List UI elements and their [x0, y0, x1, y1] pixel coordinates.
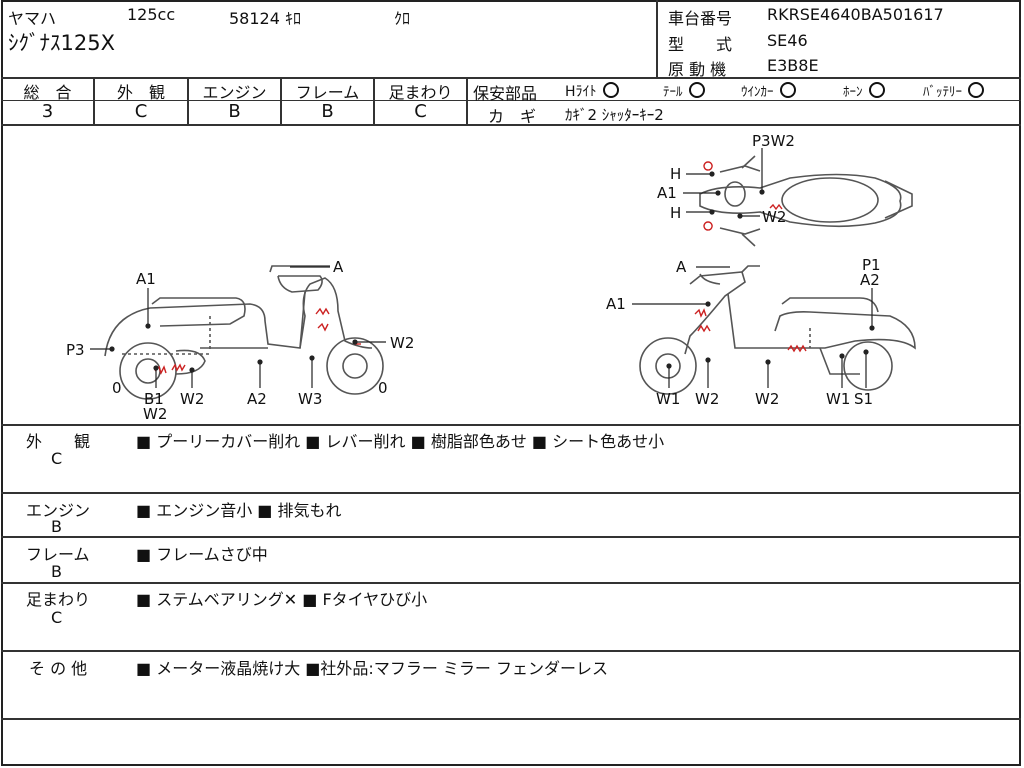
- label-left-zero-front: 0: [378, 379, 388, 397]
- label-right-S1: S1: [854, 390, 873, 408]
- label-right-A1: A1: [606, 295, 626, 313]
- notes-items-frame: ■ フレームさび中: [136, 545, 268, 564]
- notes-label-suspension: 足まわり: [26, 590, 91, 609]
- type-value: SE46: [767, 31, 808, 50]
- label-right-W1-b: W1: [826, 390, 850, 408]
- grade-sep: [187, 77, 189, 125]
- label-left-B1: B1: [144, 390, 164, 408]
- safety-item-winker: ｳｲﾝｶｰ: [741, 81, 796, 100]
- model-name: ｼｸﾞﾅｽ125X: [8, 31, 115, 55]
- ok-circle-icon: [968, 82, 984, 98]
- notes-label-engine: エンジン: [26, 501, 91, 520]
- notes-grade-frame: B: [51, 562, 62, 581]
- notes-label-other: そ の 他: [29, 659, 88, 678]
- notes-grade-suspension: C: [51, 608, 63, 627]
- label-top-W2: W2: [762, 208, 786, 226]
- safety-label: 保安部品: [473, 84, 538, 103]
- grade-bottom-rule: [1, 124, 1021, 126]
- maker: ヤマハ: [8, 9, 57, 28]
- label-left-W2-b: W2: [143, 405, 167, 423]
- grade-sep: [466, 77, 468, 125]
- header-divider: [656, 0, 658, 78]
- grade-label-suspension: 足まわり: [388, 83, 453, 102]
- grade-sep: [280, 77, 282, 125]
- label-top-H-lower: H: [670, 204, 681, 222]
- engine-value: E3B8E: [767, 56, 819, 75]
- label-right-W2: W2: [695, 390, 719, 408]
- keys-label: カ ギ: [488, 107, 537, 126]
- label-left-W3: W3: [298, 390, 322, 408]
- chassis-label: 車台番号: [668, 9, 733, 28]
- notes-items-exterior: ■ プーリーカバー削れ ■ レバー削れ ■ 樹脂部色あせ ■ シート色あせ小: [136, 432, 665, 451]
- scooter-left-view: [104, 265, 384, 400]
- ok-circle-icon: [779, 82, 796, 98]
- label-top-A1: A1: [657, 184, 677, 202]
- notes-items-other: ■ メーター液晶焼け大 ■社外品:マフラー ミラー フェンダーレス: [136, 659, 608, 678]
- label-right-A: A: [676, 258, 687, 276]
- label-top-H-upper: H: [670, 165, 681, 183]
- grade-label-exterior: 外 観: [116, 83, 165, 102]
- notes-label-exterior: 外 観: [26, 432, 91, 451]
- safety-item-horn: ﾎｰﾝ: [843, 81, 885, 100]
- label-right-W1: W1: [656, 390, 680, 408]
- label-right-P1: P1: [862, 256, 881, 274]
- ok-circle-icon: [868, 82, 885, 98]
- grade-top-rule: [1, 77, 1021, 79]
- color: ｸﾛ: [394, 9, 411, 28]
- safety-item-headlight: Hﾗｲﾄ: [565, 81, 619, 101]
- notes-grade-exterior: C: [51, 449, 63, 468]
- grade-value-frame: B: [321, 101, 334, 122]
- scooter-right-view: [639, 265, 916, 395]
- scooter-diagram: A1 A P3 B1 W2 W2 A2 W3 W2 0 0 A P1 A2 A1…: [66, 132, 916, 423]
- notes-items-suspension: ■ ステムベアリング✕ ■ Fタイヤひび小: [136, 590, 428, 609]
- notes-items-engine: ■ エンジン音小 ■ 排気もれ: [136, 501, 342, 520]
- safety-mid-rule: [467, 100, 1021, 101]
- grade-value-exterior: C: [134, 101, 148, 122]
- mileage: 58124 ｷﾛ: [229, 9, 301, 28]
- notes-rule: [1, 582, 1021, 584]
- grade-mid-rule: [1, 100, 467, 101]
- label-left-A: A: [333, 258, 344, 276]
- label-right-A2: A2: [860, 271, 880, 289]
- label-left-A1: A1: [136, 270, 156, 288]
- label-left-A2: A2: [247, 390, 267, 408]
- grade-label-frame: フレーム: [295, 83, 360, 102]
- grade-sep: [93, 77, 95, 125]
- label-left-P3: P3: [66, 341, 85, 359]
- notes-rule: [1, 536, 1021, 538]
- grade-label-engine: エンジン: [202, 83, 267, 102]
- type-label: 型 式: [668, 35, 733, 54]
- grade-value-total: 3: [41, 101, 54, 122]
- engine-label: 原 動 機: [668, 60, 727, 79]
- notes-rule: [1, 650, 1021, 652]
- grade-value-engine: B: [228, 101, 241, 122]
- notes-label-frame: フレーム: [26, 545, 90, 564]
- notes-rule: [1, 492, 1021, 494]
- ok-circle-icon: [602, 82, 619, 98]
- notes-grade-engine: B: [51, 517, 62, 536]
- label-left-W2-front: W2: [390, 334, 414, 352]
- grade-sep: [373, 77, 375, 125]
- safety-item-tail: ﾃｰﾙ: [663, 81, 705, 100]
- grade-label-total: 総 合: [23, 83, 72, 102]
- label-left-W2: W2: [180, 390, 204, 408]
- notes-top-rule: [1, 424, 1021, 426]
- label-top-P3W2: P3W2: [752, 132, 795, 150]
- keys-value: ｶｷﾞ2 ｼｬｯﾀｰｷｰ2: [565, 106, 664, 124]
- ok-circle-icon: [688, 82, 705, 98]
- chassis-value: RKRSE4640BA501617: [767, 5, 944, 24]
- label-right-W2-b: W2: [755, 390, 779, 408]
- notes-rule: [1, 718, 1021, 720]
- scooter-top-view: [699, 155, 913, 247]
- safety-item-battery: ﾊﾞｯﾃﾘｰ: [923, 81, 984, 100]
- label-left-zero-rear: 0: [112, 379, 122, 397]
- grade-value-suspension: C: [414, 101, 427, 122]
- displacement: 125cc: [127, 5, 176, 24]
